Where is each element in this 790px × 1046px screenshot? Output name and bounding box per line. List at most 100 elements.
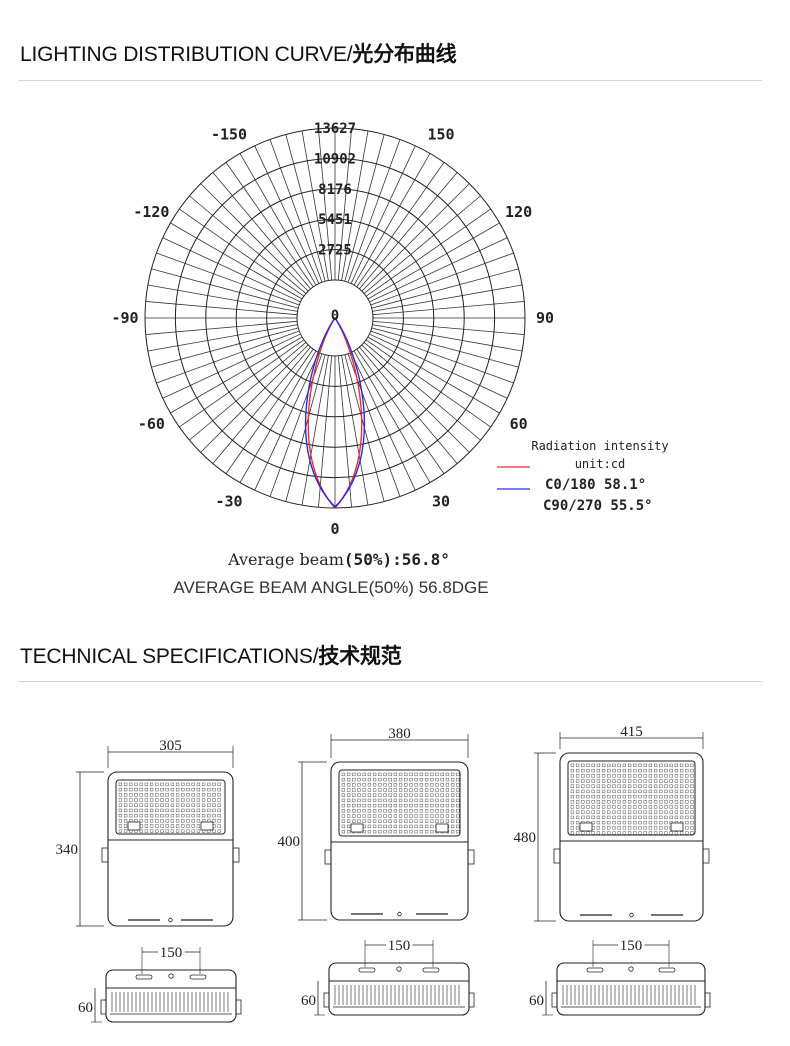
led-chip (591, 794, 595, 799)
led-chip (627, 784, 632, 788)
led-chip (643, 784, 647, 788)
led-chip (409, 772, 413, 777)
led-chip (685, 794, 689, 799)
led-chip (160, 813, 164, 818)
led-chip (424, 772, 429, 777)
side-knob (704, 992, 711, 1008)
led-chip (690, 784, 694, 788)
mount-hole (397, 911, 402, 917)
side-knob (323, 992, 330, 1008)
led-chip (581, 794, 585, 799)
led-chip (123, 787, 128, 792)
led-chip (155, 829, 159, 833)
side-view-outline (328, 962, 470, 1016)
led-chip (575, 794, 580, 799)
led-chip (388, 824, 392, 829)
ring-label: 10902 (314, 151, 356, 167)
led-chip (622, 805, 627, 809)
led-chip (165, 819, 169, 823)
led-chip (591, 800, 595, 804)
dimension-label: 400 (278, 834, 301, 850)
led-chip (664, 810, 668, 814)
led-chip (450, 824, 455, 829)
led-chip (445, 798, 450, 803)
polar-spoke (151, 327, 299, 368)
led-chip (139, 803, 143, 807)
led-chip (669, 805, 673, 809)
led-chip (419, 793, 424, 797)
led-chip (118, 808, 123, 813)
led-chip (341, 793, 346, 797)
led-chip (181, 793, 185, 797)
led-chip (186, 808, 190, 813)
led-chip (404, 819, 408, 823)
led-chip (149, 793, 154, 797)
led-chip (674, 774, 679, 778)
led-chip (669, 810, 673, 814)
panel-tab (435, 823, 449, 833)
led-chip (372, 777, 377, 782)
led-chip (414, 824, 418, 829)
led-chip (357, 809, 361, 813)
led-chip (575, 763, 580, 768)
led-chip (440, 798, 444, 803)
led-chip (212, 787, 216, 792)
led-chip (596, 831, 601, 835)
polar-spoke (239, 350, 317, 483)
ring-label: 5451 (318, 212, 352, 228)
led-chip (622, 789, 627, 794)
led-chip (170, 808, 175, 813)
led-chip (679, 831, 684, 835)
led-chip (357, 777, 361, 782)
led-chip (217, 803, 221, 807)
led-chip (575, 768, 580, 773)
led-chip (445, 809, 450, 813)
led-chip (201, 808, 206, 813)
led-chip (456, 777, 460, 782)
led-chip (378, 814, 382, 818)
ring-label: 13627 (314, 121, 356, 137)
led-chip (653, 815, 658, 820)
led-chip (664, 784, 668, 788)
side-slot (135, 974, 153, 980)
led-chip (601, 826, 606, 830)
led-chip (207, 798, 211, 802)
dimension-label: 305 (159, 738, 182, 754)
polar-spoke (285, 134, 326, 282)
led-chip (570, 820, 575, 825)
led-chip (440, 788, 444, 792)
led-chip (383, 772, 387, 777)
led-chip (367, 777, 372, 782)
section-title-cn: 技术规范 (318, 645, 402, 668)
led-chip (669, 800, 673, 804)
section-title-distribution: LIGHTING DISTRIBUTION CURVE/光分布曲线 (20, 38, 457, 68)
led-chip (622, 794, 627, 799)
led-chip (367, 772, 372, 777)
polar-spoke (156, 330, 300, 384)
led-chip (638, 768, 642, 773)
polar-spoke (353, 153, 431, 286)
led-chip (430, 772, 434, 777)
led-chip (586, 831, 590, 835)
led-chip (591, 784, 595, 788)
led-chip (212, 829, 216, 833)
led-chip (196, 798, 201, 802)
led-chip (362, 803, 366, 808)
led-chip (207, 793, 211, 797)
polar-spoke (189, 342, 307, 441)
polar-spoke (254, 352, 320, 491)
led-chip (352, 803, 356, 808)
section-title-cn: 光分布曲线 (352, 43, 457, 66)
led-chip (633, 763, 637, 768)
led-chip (648, 794, 653, 799)
led-chip (201, 782, 206, 787)
polar-spoke (372, 320, 525, 335)
polar-ring (174, 157, 496, 479)
led-chip (372, 798, 377, 803)
led-chip (191, 782, 195, 787)
led-chip (362, 798, 366, 803)
led-chip (149, 829, 154, 833)
dimension-label: 415 (620, 724, 643, 740)
led-chip (201, 803, 206, 807)
led-chip (596, 800, 601, 804)
